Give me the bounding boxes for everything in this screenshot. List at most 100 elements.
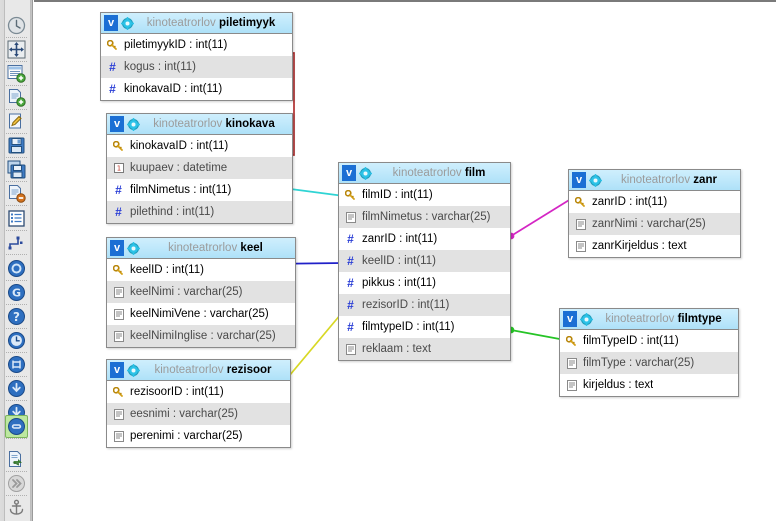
column-row[interactable]: #pikkus : int(11) bbox=[339, 272, 510, 294]
table-title-piletimyyk: kinoteatrorlov piletimyyk bbox=[138, 17, 292, 29]
toolbar-separator bbox=[6, 280, 27, 282]
column-row[interactable]: zanrNimi : varchar(25) bbox=[569, 213, 740, 235]
column-row[interactable]: rezisoorID : int(11) bbox=[107, 381, 290, 403]
toolbar-separator bbox=[6, 471, 27, 473]
column-label: eesnimi : varchar(25) bbox=[130, 408, 239, 420]
column-row[interactable]: reklaam : text bbox=[339, 338, 510, 360]
gear-icon[interactable] bbox=[121, 16, 134, 30]
column-row[interactable]: perenimi : varchar(25) bbox=[107, 425, 290, 447]
column-row[interactable]: filmType : varchar(25) bbox=[560, 352, 738, 374]
delete-document-icon[interactable] bbox=[5, 182, 28, 205]
help-question-icon[interactable]: ? bbox=[5, 305, 28, 328]
numeric-icon: # bbox=[347, 298, 354, 312]
table-grid-icon[interactable] bbox=[5, 353, 28, 376]
numeric-icon: # bbox=[347, 254, 354, 268]
column-row[interactable]: #filmtypeID : int(11) bbox=[339, 316, 510, 338]
toolbar-separator bbox=[6, 376, 27, 378]
anchor-icon[interactable] bbox=[5, 496, 28, 519]
column-label: filmNimetus : varchar(25) bbox=[362, 211, 491, 223]
column-row[interactable]: #zanrID : int(11) bbox=[339, 228, 510, 250]
collapse-chevrons-icon[interactable] bbox=[5, 472, 28, 495]
column-row[interactable]: kinokavaID : int(11) bbox=[107, 135, 292, 157]
column-row[interactable]: #rezisorID : int(11) bbox=[339, 294, 510, 316]
column-row[interactable]: piletimyykID : int(11) bbox=[101, 34, 292, 56]
text-icon bbox=[112, 430, 125, 443]
table-filmtype[interactable]: v kinoteatrorlov filmtype filmTypeID : int… bbox=[559, 308, 739, 397]
numeric-icon: # bbox=[109, 60, 116, 74]
column-row[interactable]: #kinokavaID : int(11) bbox=[101, 78, 292, 100]
grid-snap-icon[interactable]: G bbox=[5, 281, 28, 304]
column-row[interactable]: keelNimiInglise : varchar(25) bbox=[107, 325, 295, 347]
primary-key-icon bbox=[344, 189, 357, 202]
toolbar-separator bbox=[6, 109, 27, 111]
save-as-floppy-icon[interactable] bbox=[5, 158, 28, 181]
gear-icon[interactable] bbox=[580, 312, 593, 326]
column-row[interactable]: keelID : int(11) bbox=[107, 259, 295, 281]
table-title-filmtype: kinoteatrorlov filmtype bbox=[597, 313, 738, 325]
column-label: kuupaev : datetime bbox=[130, 162, 228, 174]
export-document-icon[interactable] bbox=[5, 448, 28, 471]
view-badge-icon: v bbox=[563, 311, 577, 327]
gear-icon[interactable] bbox=[359, 166, 372, 180]
toolbar-separator bbox=[6, 352, 27, 354]
column-label: pikkus : int(11) bbox=[362, 277, 436, 289]
column-row[interactable]: #keelID : int(11) bbox=[339, 250, 510, 272]
column-label: zanrID : int(11) bbox=[362, 233, 438, 245]
column-row[interactable]: filmID : int(11) bbox=[339, 184, 510, 206]
column-label: perenimi : varchar(25) bbox=[130, 430, 243, 442]
relation-line-icon[interactable] bbox=[5, 231, 28, 254]
add-table-icon[interactable] bbox=[5, 62, 28, 85]
column-label: keelNimiInglise : varchar(25) bbox=[130, 330, 276, 342]
column-row[interactable]: #filmNimetus : int(11) bbox=[107, 179, 292, 201]
text-icon bbox=[565, 357, 578, 370]
text-icon bbox=[112, 308, 125, 321]
column-row[interactable]: kirjeldus : text bbox=[560, 374, 738, 396]
column-row[interactable]: eesnimi : varchar(25) bbox=[107, 403, 290, 425]
view-badge-icon: v bbox=[342, 165, 356, 181]
list-view-icon[interactable] bbox=[5, 207, 28, 230]
column-row[interactable]: #kogus : int(11) bbox=[101, 56, 292, 78]
column-label: piletimyykID : int(11) bbox=[124, 39, 228, 51]
import-down-icon[interactable] bbox=[5, 377, 28, 400]
column-row[interactable]: zanrID : int(11) bbox=[569, 191, 740, 213]
new-document-icon[interactable] bbox=[5, 86, 28, 109]
gear-icon[interactable] bbox=[127, 363, 140, 377]
fit-to-window-icon[interactable] bbox=[5, 38, 28, 61]
edit-pencil-icon[interactable] bbox=[5, 110, 28, 133]
table-header-filmtype[interactable]: v kinoteatrorlov filmtype bbox=[560, 309, 738, 330]
column-row[interactable]: filmTypeID : int(11) bbox=[560, 330, 738, 352]
text-icon bbox=[112, 408, 125, 421]
column-row[interactable]: keelNimi : varchar(25) bbox=[107, 281, 295, 303]
column-row[interactable]: filmNimetus : varchar(25) bbox=[339, 206, 510, 228]
table-title-keel: kinoteatrorlov keel bbox=[144, 242, 295, 254]
primary-key-icon bbox=[112, 140, 125, 153]
column-row[interactable]: zanrKirjeldus : text bbox=[569, 235, 740, 257]
gear-icon[interactable] bbox=[127, 241, 140, 255]
save-floppy-icon[interactable] bbox=[5, 134, 28, 157]
left-toolbar: G? bbox=[0, 0, 33, 521]
gear-icon[interactable] bbox=[589, 173, 602, 187]
column-label: zanrKirjeldus : text bbox=[592, 240, 687, 252]
globe-icon[interactable] bbox=[5, 257, 28, 280]
clock-history-icon[interactable] bbox=[5, 14, 28, 37]
primary-key-icon bbox=[112, 264, 125, 277]
toggle-pill-icon[interactable] bbox=[5, 415, 28, 438]
column-row[interactable]: #pilethind : int(11) bbox=[107, 201, 292, 223]
column-row[interactable]: keelNimiVene : varchar(25) bbox=[107, 303, 295, 325]
clock-icon[interactable] bbox=[5, 329, 28, 352]
gear-icon[interactable] bbox=[127, 117, 140, 131]
